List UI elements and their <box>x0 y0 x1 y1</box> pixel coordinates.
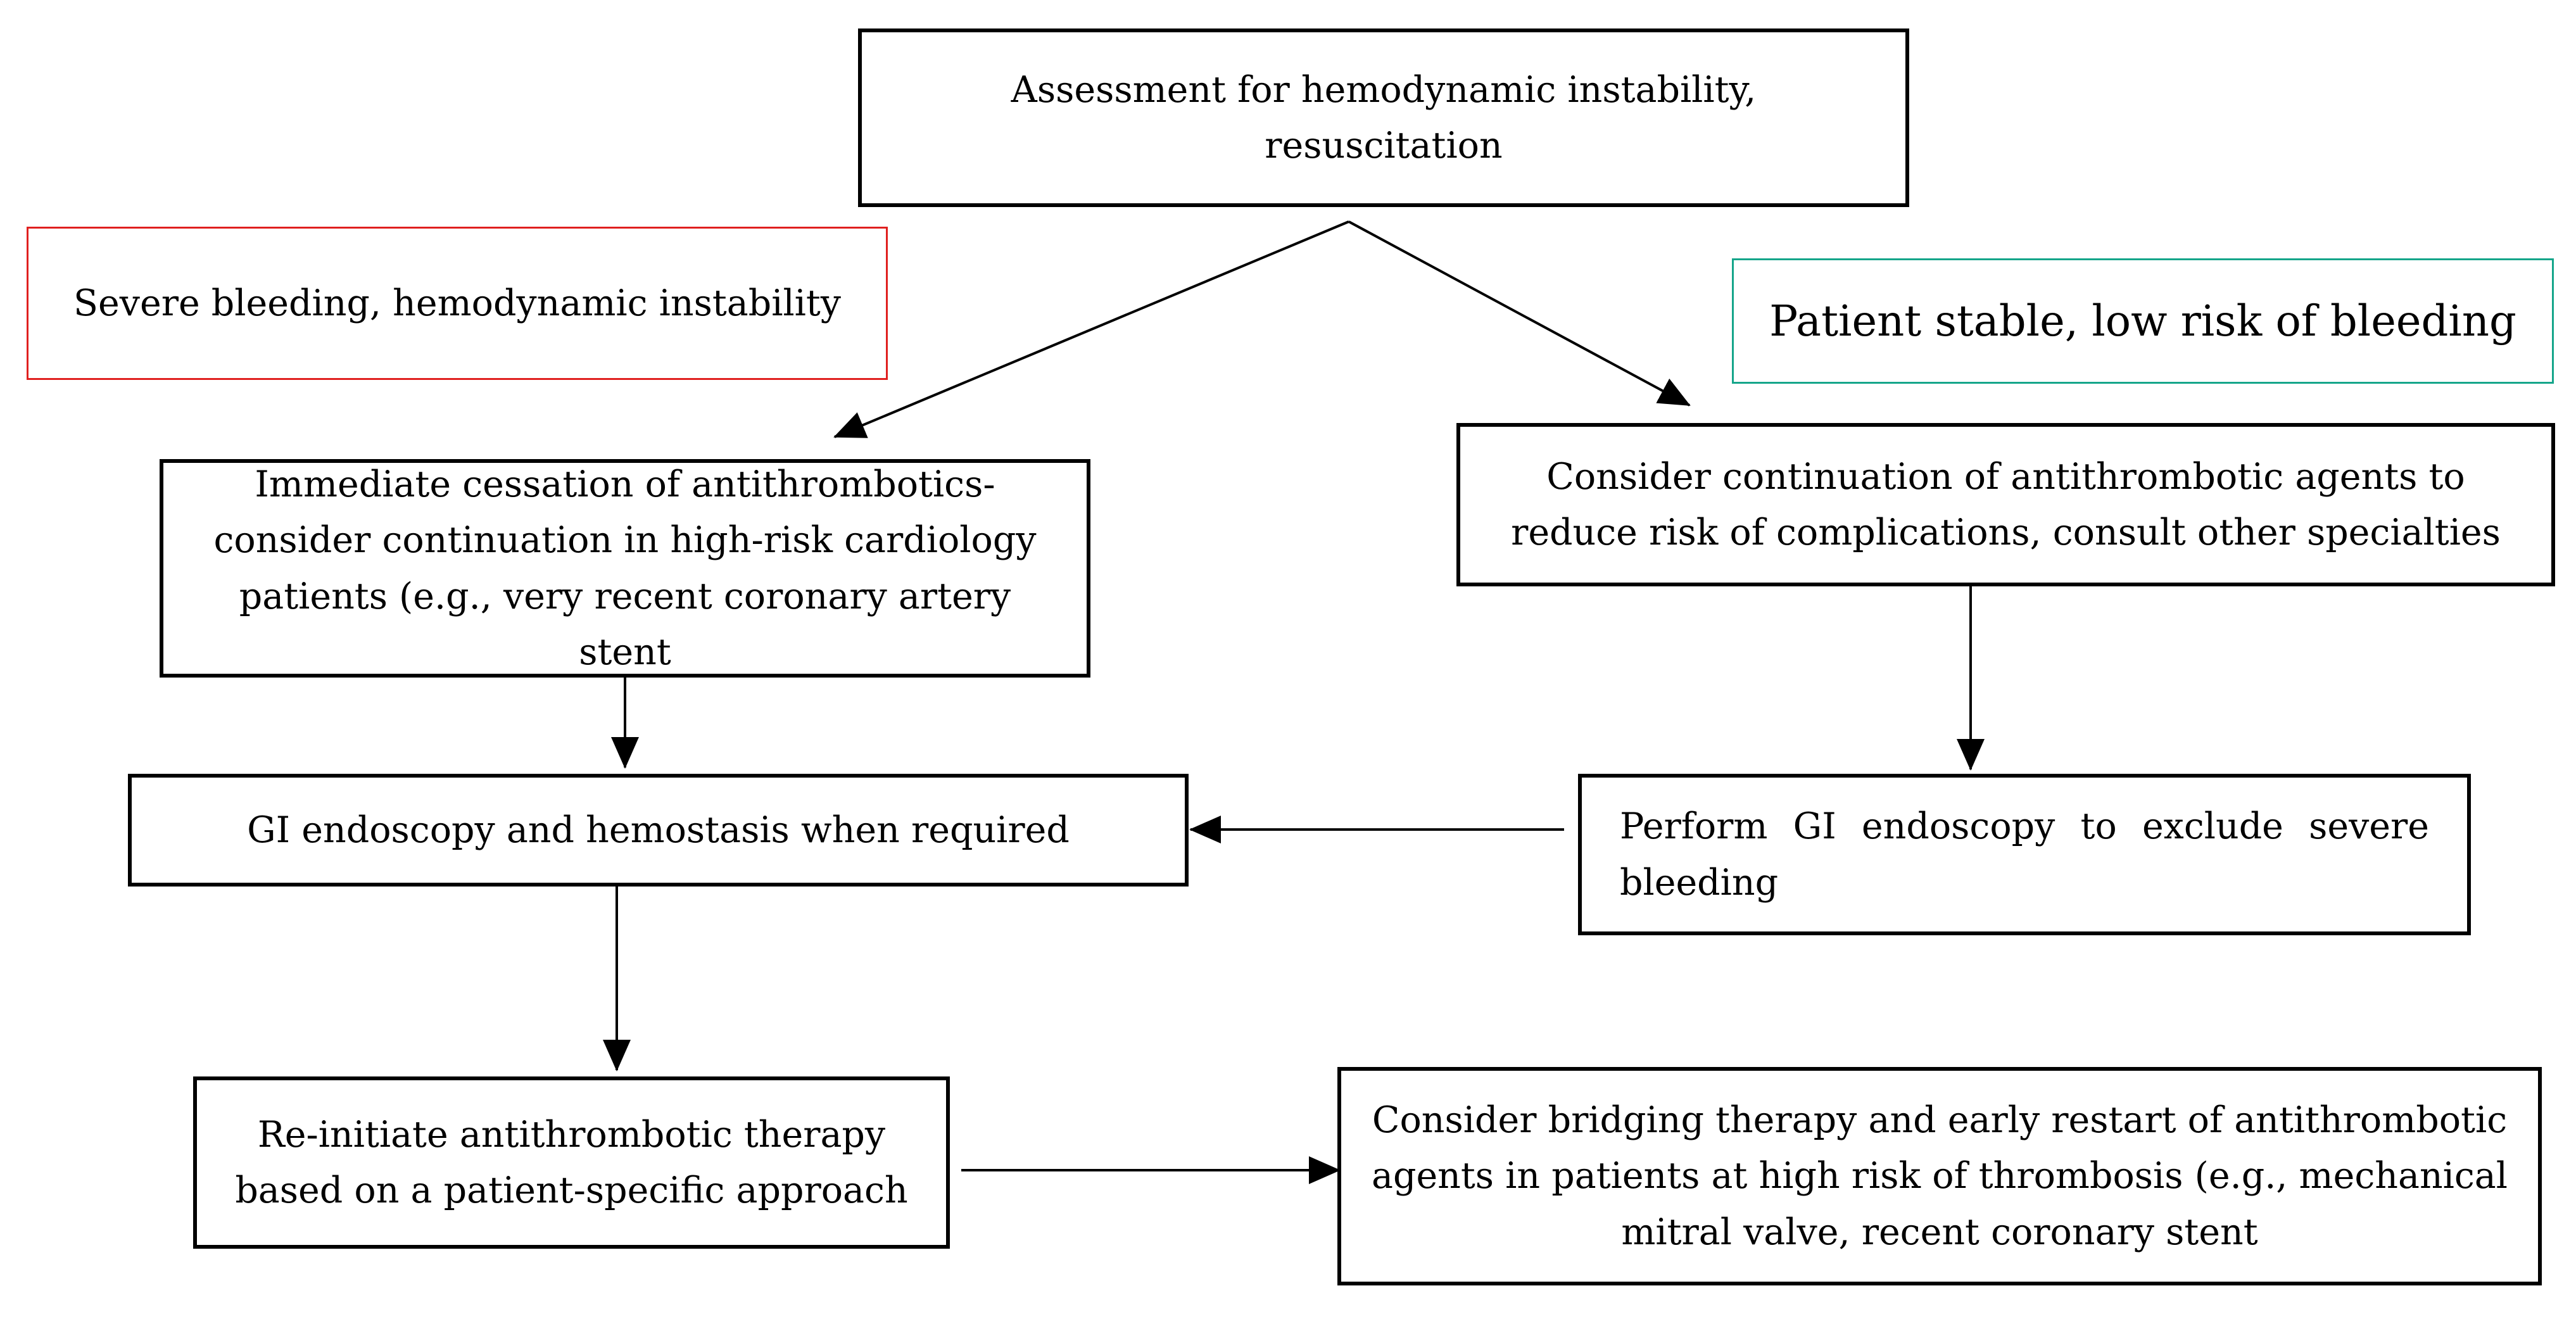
arrow-to-cessation <box>833 220 1349 438</box>
severe-bleeding-label: Severe bleeding, hemodynamic instability <box>27 227 888 380</box>
reinitiate-box: Re-initiate antithrombotic therapy based… <box>193 1076 950 1249</box>
patient-stable-text: Patient stable, low risk of bleeding <box>1769 296 2516 346</box>
endoscopy-hemostasis-text: GI endoscopy and hemostasis when require… <box>247 809 1070 851</box>
assessment-text: Assessment for hemodynamic instability, … <box>1011 68 1757 167</box>
reinitiate-text: Re-initiate antithrombotic therapy based… <box>235 1113 908 1211</box>
cessation-box: Immediate cessation of antithrombotics- … <box>160 459 1090 678</box>
endoscopy-hemostasis-box: GI endoscopy and hemostasis when require… <box>128 774 1189 887</box>
arrow-to-continuation <box>1348 220 1691 407</box>
bridging-box: Consider bridging therapy and early rest… <box>1337 1067 2542 1285</box>
perform-endoscopy-box: Perform GI endoscopy to exclude severe b… <box>1578 774 2471 935</box>
assessment-box: Assessment for hemodynamic instability, … <box>858 28 1909 207</box>
patient-stable-label: Patient stable, low risk of bleeding <box>1732 258 2554 384</box>
continuation-box: Consider continuation of antithrombotic … <box>1456 423 2555 586</box>
perform-endoscopy-text: Perform GI endoscopy to exclude severe b… <box>1620 805 2429 904</box>
cessation-text: Immediate cessation of antithrombotics- … <box>213 463 1037 673</box>
severe-bleeding-text: Severe bleeding, hemodynamic instability <box>73 282 842 324</box>
bridging-text: Consider bridging therapy and early rest… <box>1371 1099 2508 1253</box>
continuation-text: Consider continuation of antithrombotic … <box>1511 455 2501 553</box>
